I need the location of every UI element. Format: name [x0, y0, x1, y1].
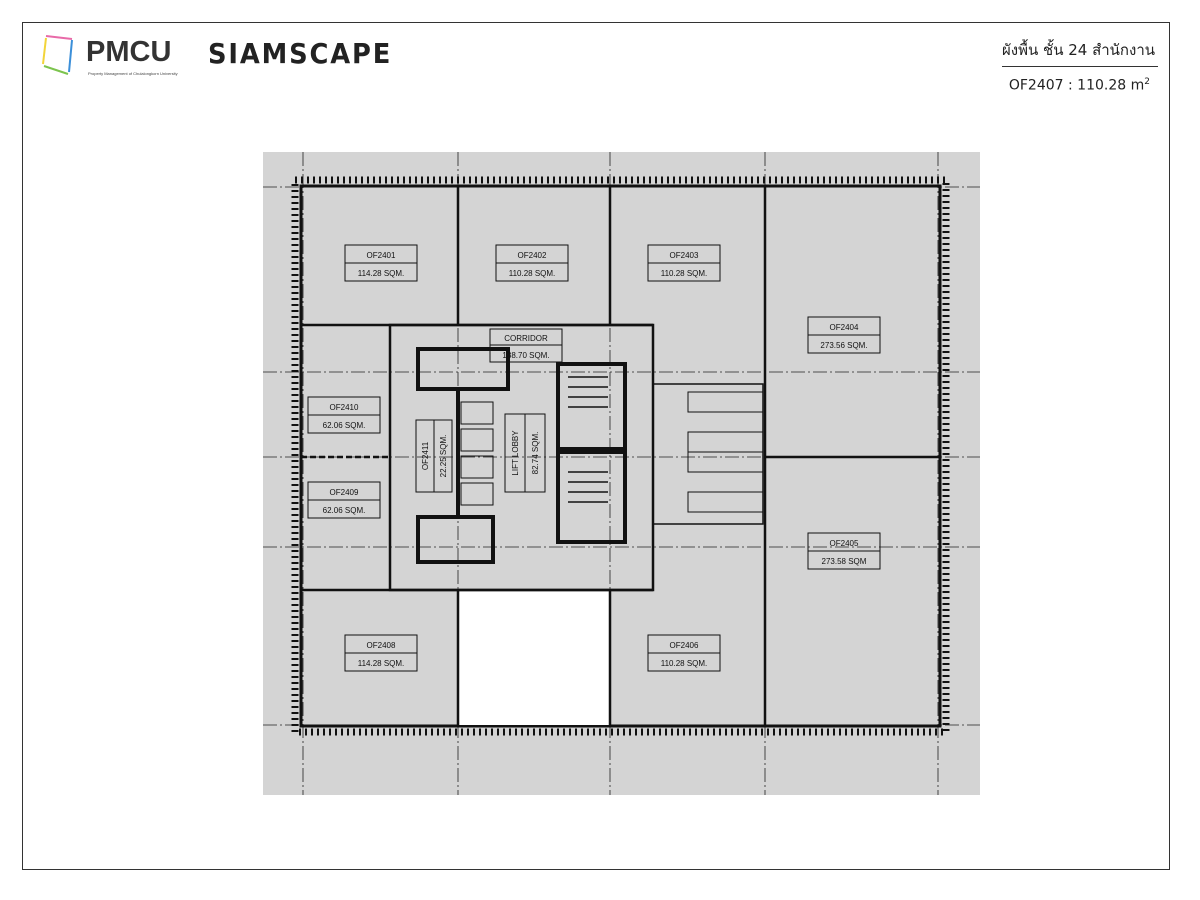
unit-superscript: 2	[1144, 77, 1150, 87]
pmcu-logo-subtitle: Property Management of Chulalongkorn Uni…	[88, 71, 178, 76]
svg-text:22.25 SQM.: 22.25 SQM.	[439, 435, 448, 478]
room-label-OF2409: OF2409 62.06 SQM.	[307, 481, 381, 519]
room-label-OF2401: OF2401 114.28 SQM.	[344, 244, 418, 282]
room-label-OF2402: OF2402 110.28 SQM.	[495, 244, 569, 282]
svg-text:273.56 SQM.: 273.56 SQM.	[820, 341, 867, 350]
svg-text:114.28 SQM.: 114.28 SQM.	[358, 659, 405, 668]
svg-text:110.28 SQM.: 110.28 SQM.	[661, 269, 708, 278]
svg-text:138.70 SQM.: 138.70 SQM.	[502, 351, 549, 360]
page-frame	[22, 22, 1170, 870]
floor-plan-drawing: OF2401 114.28 SQM. OF2402 110.28 SQM. OF24…	[263, 152, 980, 795]
svg-text:OF2401: OF2401	[367, 251, 396, 260]
siamscape-logo-text: SIAMSCAPE	[208, 37, 393, 70]
room-label-OF2410: OF2410 62.06 SQM.	[307, 396, 381, 434]
title-divider	[1002, 66, 1158, 67]
svg-text:OF2406: OF2406	[670, 641, 699, 650]
logo-group: PMCU Property Management of Chulalongkor…	[38, 32, 398, 82]
room-label-corridor: CORRIDOR 138.70 SQM.	[489, 328, 563, 363]
svg-text:OF2408: OF2408	[367, 641, 396, 650]
room-label-OF2411: OF2411 22.25 SQM.	[415, 419, 453, 493]
room-walls	[301, 186, 940, 726]
svg-text:273.58 SQM: 273.58 SQM	[822, 557, 867, 566]
svg-text:62.06 SQM.: 62.06 SQM.	[323, 421, 366, 430]
room-label-lift-lobby: LIFT LOBBY 82.74 SQM.	[504, 413, 546, 493]
svg-text:110.28 SQM.: 110.28 SQM.	[509, 269, 556, 278]
svg-text:CORRIDOR: CORRIDOR	[504, 334, 548, 343]
pmcu-logo-text: PMCU	[86, 36, 172, 68]
svg-text:OF2402: OF2402	[518, 251, 547, 260]
svg-text:OF2411: OF2411	[421, 441, 430, 470]
room-label-OF2405: OF2405 273.58 SQM	[807, 532, 881, 570]
room-label-OF2406: OF2406 110.28 SQM.	[647, 634, 721, 672]
svg-text:OF2403: OF2403	[670, 251, 699, 260]
page-title: ผังพื้น ชั้น 24 สำนักงาน	[1002, 41, 1155, 59]
room-label-OF2408: OF2408 114.28 SQM.	[344, 634, 418, 672]
unit-area-text: OF2407 : 110.28 m	[1008, 77, 1145, 94]
svg-text:LIFT LOBBY: LIFT LOBBY	[511, 430, 520, 476]
building-core	[416, 347, 764, 564]
svg-text:62.06 SQM.: 62.06 SQM.	[323, 506, 366, 515]
svg-text:82.74 SQM.: 82.74 SQM.	[531, 432, 540, 475]
svg-text:OF2409: OF2409	[330, 488, 359, 497]
void-area	[459, 590, 609, 725]
pmcu-logo-icon	[42, 35, 73, 75]
svg-text:110.28 SQM.: 110.28 SQM.	[661, 659, 708, 668]
lift-shafts	[460, 376, 764, 513]
svg-text:OF2404: OF2404	[830, 323, 859, 332]
room-label-OF2403: OF2403 110.28 SQM.	[647, 244, 721, 282]
room-label-OF2404: OF2404 273.56 SQM.	[807, 316, 881, 354]
svg-text:OF2405: OF2405	[830, 539, 859, 548]
svg-text:114.28 SQM.: 114.28 SQM.	[358, 269, 405, 278]
unit-area-label: OF2407 : 110.28 m2	[1009, 77, 1150, 94]
svg-text:OF2410: OF2410	[330, 403, 359, 412]
